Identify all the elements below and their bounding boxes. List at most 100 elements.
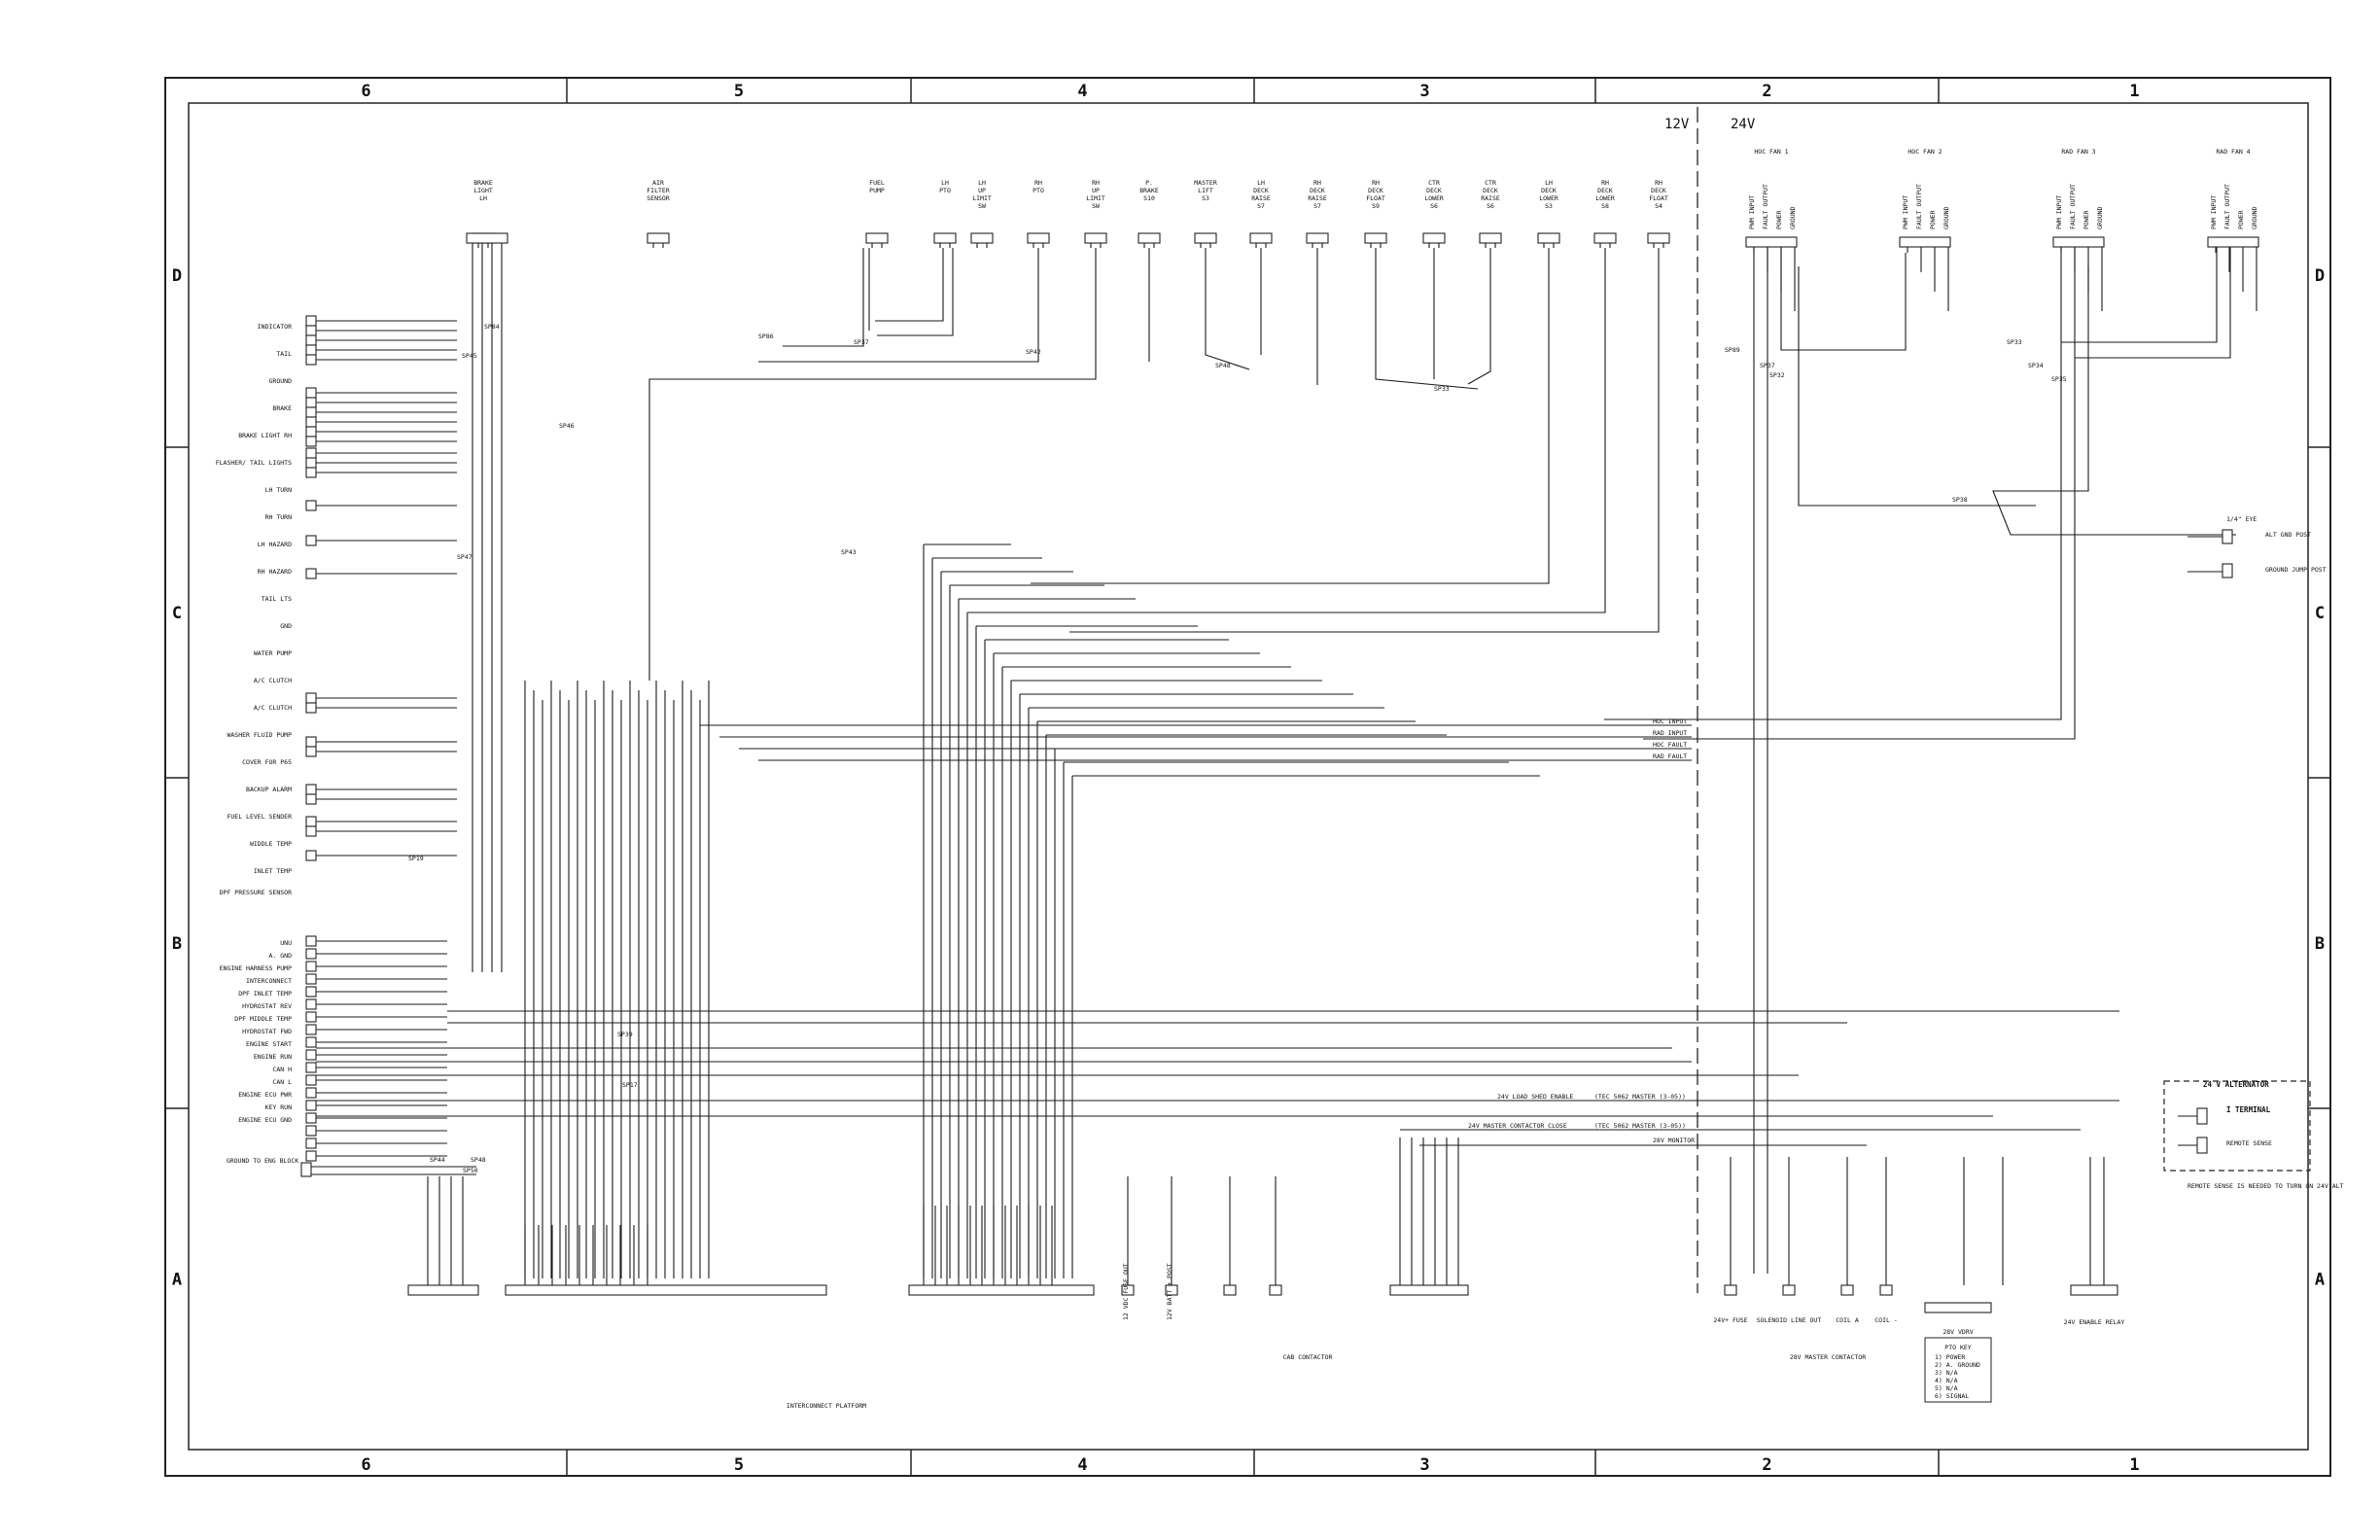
zone-label-left: D <box>172 266 182 286</box>
top-device-label: DECK <box>1541 187 1557 194</box>
connector-pin-left <box>305 315 317 327</box>
splice-label: SP17 <box>622 1081 638 1089</box>
engine-label: ENGINE ECU GND <box>238 1116 292 1124</box>
label-24v: 24V <box>1731 117 1756 132</box>
connector-pin-left <box>305 467 317 478</box>
connector-bottom-single <box>1121 1284 1135 1296</box>
top-device-label: DECK <box>1426 187 1442 194</box>
bus-note: (TEC 5062 MASTER (3-05)) <box>1594 1122 1686 1130</box>
engine-label: INTERCONNECT <box>246 977 292 985</box>
wire-path <box>1604 247 2062 720</box>
top-device-label: DECK <box>1310 187 1325 194</box>
connector-bottom-p74 <box>1389 1284 1469 1296</box>
wire-path <box>1069 248 1660 633</box>
wire-path <box>1798 266 2036 507</box>
wire-path <box>1467 248 1491 385</box>
connector-pin-left <box>305 850 317 861</box>
zone-label-right: D <box>2315 266 2325 286</box>
pto-key-item: 2) A. GROUND <box>1935 1361 1980 1369</box>
left-device-label: RH HAZARD <box>258 568 292 576</box>
zone-label-bottom: 4 <box>1077 1455 1087 1475</box>
top-device-label: S10 <box>1143 194 1155 202</box>
connector-pin-engine <box>305 973 317 985</box>
top-device-label: LH <box>978 179 986 187</box>
connector-top <box>1364 232 1387 244</box>
wire-path <box>1375 248 1479 390</box>
engine-label: KEY RUN <box>265 1103 292 1111</box>
batt-post-label: 12V BATT + POST <box>1166 1263 1173 1320</box>
wire-path <box>1992 266 2236 536</box>
fan-pin-label: FAULT OUTPUT <box>2069 184 2077 229</box>
wire-path <box>783 248 864 347</box>
connector-brake-lh <box>466 232 508 244</box>
zone-label-right: C <box>2315 604 2325 623</box>
connector-pin-engine <box>305 1125 317 1137</box>
enable-relay-label: 24V ENABLE RELAY <box>2064 1318 2125 1326</box>
inner-frame <box>188 102 2309 1451</box>
pto-key-item: 5) N/A <box>1935 1384 1958 1392</box>
fan-pin-label: POWER <box>1775 210 1783 229</box>
top-device-label: SENSOR <box>647 194 670 202</box>
top-device-label: RH <box>1034 179 1042 187</box>
left-device-label: LH TURN <box>265 486 292 494</box>
connector-top <box>1138 232 1161 244</box>
top-device-label: PTO <box>1032 187 1044 194</box>
pto-key-title: PTO KEY <box>1944 1344 1971 1351</box>
splice-label: SP48 <box>1215 362 1231 369</box>
wire-path <box>875 248 944 322</box>
fan-title: HOC FAN 2 <box>1908 148 1942 156</box>
top-device-label: DECK <box>1253 187 1269 194</box>
splice-label: SP45 <box>462 352 477 360</box>
bus-note: 28V MONITOR <box>1653 1137 1695 1144</box>
top-device-label: S6 <box>1430 202 1438 210</box>
engine-label: HYDROSTAT REV <box>242 1002 292 1010</box>
splice-label: SP33 <box>1434 385 1450 393</box>
top-device-label: UP <box>1092 187 1100 194</box>
connector-bottom-single <box>1724 1284 1737 1296</box>
splice-label: SP48 <box>471 1156 486 1164</box>
connector-bottom-p63 <box>407 1284 479 1296</box>
fan-pin-label: FAULT OUTPUT <box>1762 184 1769 229</box>
splice-label: SP38 <box>1952 496 1968 504</box>
top-device-label: AIR <box>652 179 664 187</box>
top-device-label: FILTER <box>647 187 670 194</box>
top-device-label: RAISE <box>1481 194 1500 202</box>
connector-top <box>1422 232 1446 244</box>
alternator-remote: REMOTE SENSE <box>2226 1139 2272 1147</box>
ground-eng-label: GROUND TO ENG BLOCK <box>227 1157 298 1165</box>
connector-bottom-single <box>1840 1284 1854 1296</box>
connector-top <box>1306 232 1329 244</box>
left-device-label: GROUND <box>269 377 293 385</box>
fan-title: HOC FAN 1 <box>1754 148 1788 156</box>
connector-pin-left <box>305 736 317 748</box>
connector-pin-left <box>305 397 317 408</box>
connector-top <box>865 232 889 244</box>
top-device-label: RH <box>1092 179 1100 187</box>
connectors <box>300 232 2259 1403</box>
pto-key-item: 3) N/A <box>1935 1369 1958 1377</box>
connector-bottom-single <box>1165 1284 1178 1296</box>
wire-path <box>1643 247 2076 740</box>
connector-pin-left <box>305 457 317 469</box>
connector-top <box>1479 232 1502 244</box>
splice-label: SP86 <box>758 332 774 340</box>
wire-path <box>1780 247 1907 351</box>
top-device-label: RAISE <box>1251 194 1271 202</box>
coil-b-label: COIL - <box>1874 1316 1897 1324</box>
connector-pin-left <box>305 406 317 418</box>
fan-pin-label: PWM INPUT <box>1748 195 1756 229</box>
connector-pin-left <box>305 387 317 399</box>
wires <box>311 243 2258 1285</box>
splice-label: SP34 <box>2028 362 2044 369</box>
connector-pin-engine <box>305 1074 317 1086</box>
zone-label-bottom: 5 <box>734 1455 744 1475</box>
wire-path <box>2061 247 2218 343</box>
connector-pin-left <box>305 447 317 459</box>
top-device-label: S6 <box>1487 202 1494 210</box>
splice-label: SP33 <box>2007 338 2022 346</box>
top-device-label: RAISE <box>1308 194 1327 202</box>
alternator-pin <box>2196 1137 2208 1154</box>
fan-connector <box>1745 236 1798 248</box>
connector-pin-left <box>305 692 317 704</box>
top-device-label: RH <box>1372 179 1380 187</box>
